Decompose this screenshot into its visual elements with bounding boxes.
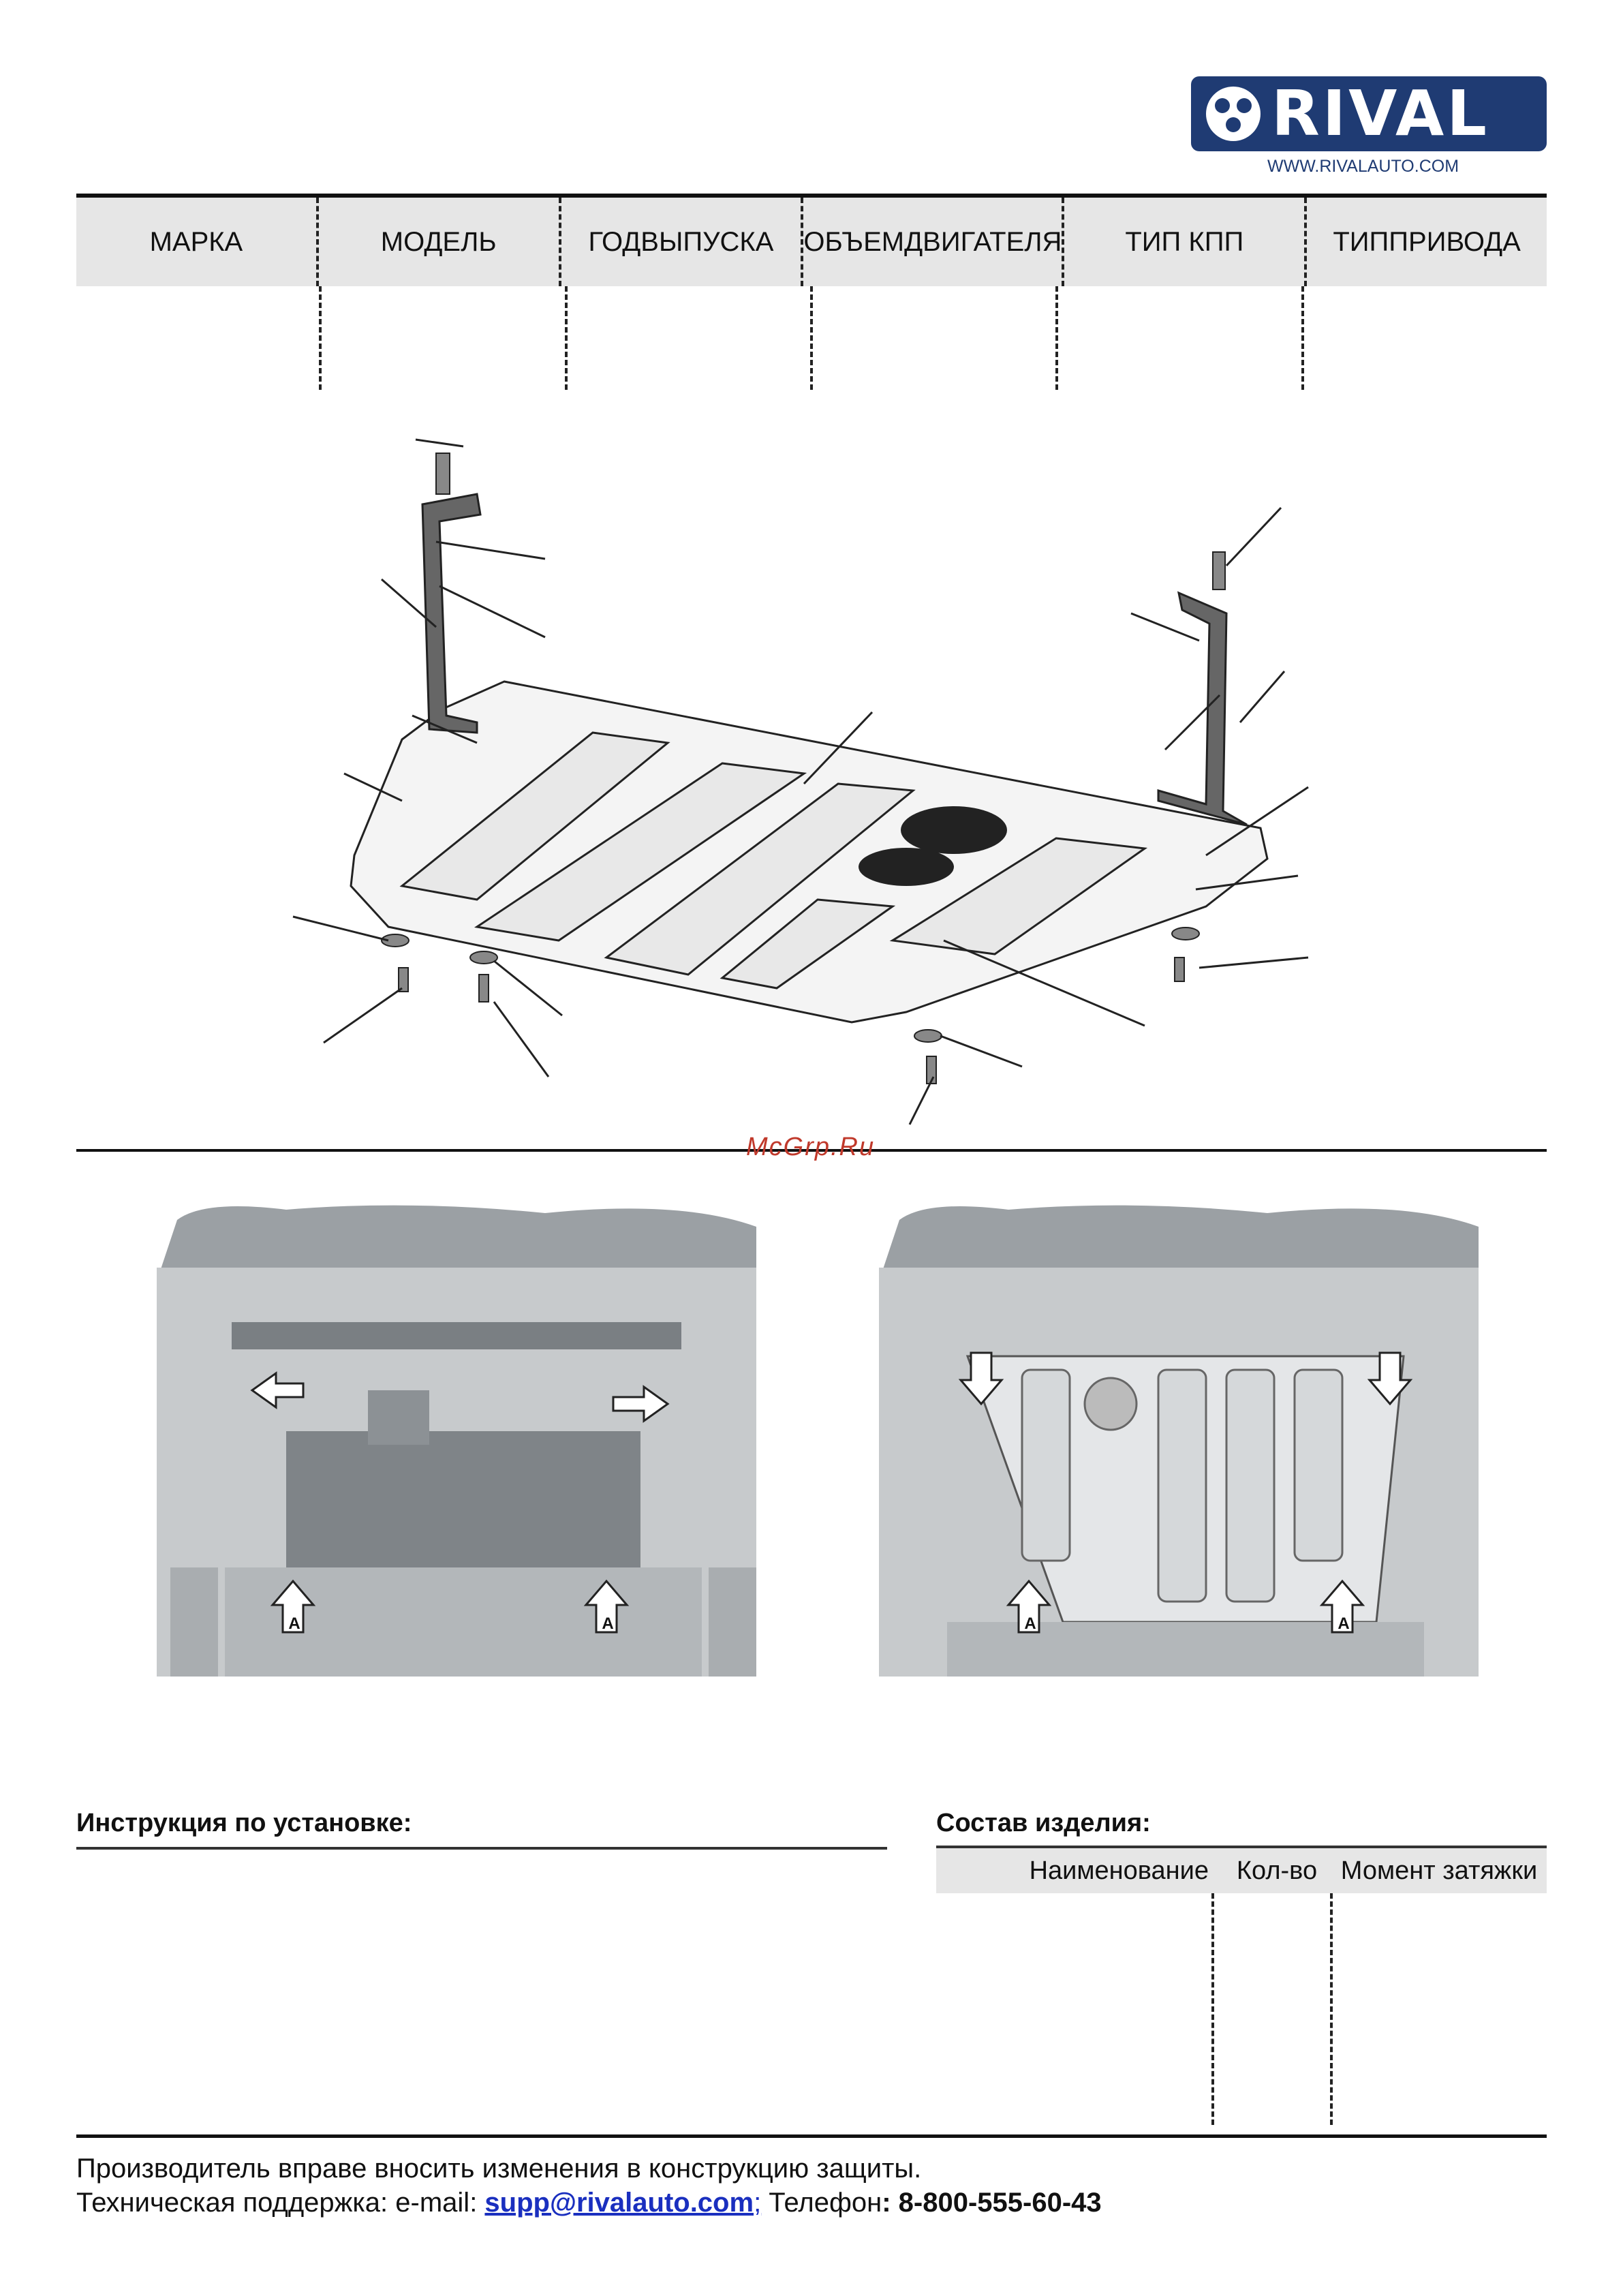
marker-a: A bbox=[1024, 1614, 1036, 1633]
fastener bbox=[1174, 957, 1185, 982]
column-divider bbox=[1211, 1893, 1214, 2125]
support-email-link[interactable]: supp@rivalauto.com bbox=[484, 2188, 754, 2218]
col-gearbox: ТИП КПП bbox=[1062, 198, 1304, 286]
marker-a: A bbox=[288, 1614, 300, 1633]
spec-table-body bbox=[76, 286, 1547, 390]
email-suffix: ; bbox=[754, 2188, 762, 2218]
arrow-right-icon bbox=[612, 1385, 670, 1423]
right-bracket bbox=[1157, 591, 1248, 826]
arrow-up-icon bbox=[270, 1579, 316, 1634]
plate-rib bbox=[720, 898, 896, 990]
col-model: МОДЕЛЬ bbox=[315, 198, 559, 286]
photo-before-installation bbox=[157, 1205, 756, 1677]
marker-a: A bbox=[602, 1614, 613, 1633]
plate-rib bbox=[399, 731, 670, 901]
composition-title: Состав изделия: bbox=[936, 1809, 1151, 1837]
col-make: МАРКА bbox=[149, 227, 243, 257]
plate-rib bbox=[889, 837, 1148, 955]
logo-emblem-icon bbox=[1206, 87, 1261, 141]
instructions-underline bbox=[76, 1847, 887, 1850]
photo-after-installation bbox=[879, 1205, 1479, 1677]
arrow-left-icon bbox=[250, 1371, 305, 1409]
fastener bbox=[398, 967, 409, 992]
washer bbox=[381, 934, 409, 947]
composition-table: Наименование Кол-во Момент затяжки bbox=[936, 1846, 1547, 2125]
arrow-up-icon bbox=[583, 1579, 630, 1634]
fastener bbox=[478, 974, 489, 1002]
fastener bbox=[926, 1056, 937, 1084]
col-name: Наименование bbox=[1029, 1856, 1209, 1885]
arrow-down-icon bbox=[1367, 1351, 1413, 1406]
logo-wordmark: RIVAL bbox=[1271, 77, 1489, 150]
drain-hole-cover bbox=[901, 806, 1007, 854]
column-divider bbox=[1330, 1893, 1333, 2125]
plate-rib bbox=[604, 782, 916, 976]
arrow-up-icon bbox=[1006, 1579, 1052, 1634]
drain-hole-cover bbox=[859, 848, 954, 886]
watermark: McGrp.Ru bbox=[746, 1133, 876, 1161]
washer bbox=[1171, 927, 1200, 940]
rival-logo: RIVAL bbox=[1191, 76, 1547, 151]
disclaimer-text: Производитель вправе вносить изменения в… bbox=[76, 2154, 922, 2184]
support-line: Техническая поддержка: e-mail: supp@riva… bbox=[76, 2188, 1102, 2218]
instructions-title: Инструкция по установке: bbox=[76, 1809, 412, 1837]
marker-a: A bbox=[1338, 1614, 1349, 1633]
fastener bbox=[1212, 551, 1226, 590]
col-qty: Кол-во bbox=[1236, 1856, 1318, 1885]
footer-divider bbox=[76, 2134, 1547, 2138]
section-divider bbox=[76, 1149, 1547, 1152]
plate-rib bbox=[474, 762, 807, 942]
washer bbox=[469, 951, 498, 964]
fastener bbox=[435, 453, 450, 495]
arrow-up-icon bbox=[1319, 1579, 1365, 1634]
col-torque: Момент затяжки bbox=[1340, 1856, 1538, 1885]
arrow-down-icon bbox=[958, 1351, 1004, 1406]
website-link[interactable]: WWW.RIVALAUTO.COM bbox=[1267, 157, 1459, 176]
washer bbox=[914, 1029, 942, 1043]
support-phone: : 8-800-555-60-43 bbox=[882, 2188, 1102, 2218]
